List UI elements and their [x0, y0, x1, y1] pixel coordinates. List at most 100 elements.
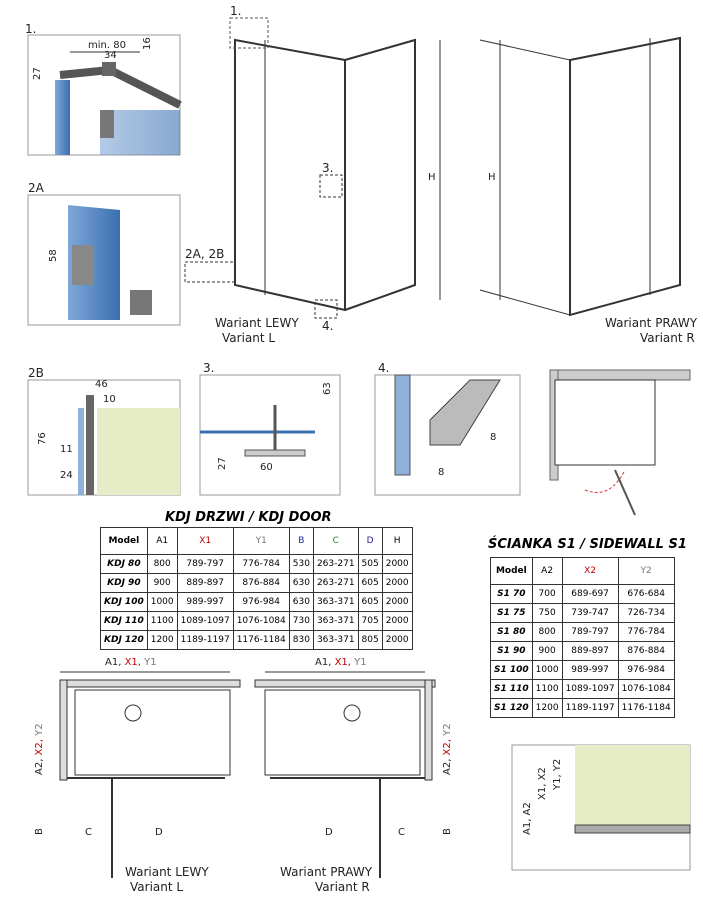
table-cell: 750 — [531, 603, 563, 623]
table-cell: 1000 — [146, 592, 178, 612]
dim-58: 58 — [48, 249, 59, 262]
main-views — [184, 17, 681, 319]
table-cell: 2000 — [381, 592, 413, 612]
detail-4-panel: 4. 8 8 — [374, 361, 521, 496]
callout-2a-2b: 2A, 2B — [185, 247, 224, 261]
table-cell: S1 75 — [490, 603, 533, 623]
table-header-cell: Model — [100, 527, 148, 555]
dimension-label-part: Y2 — [442, 723, 453, 736]
table-cell: S1 70 — [490, 584, 533, 604]
dimension-label-part: X1, — [335, 657, 355, 668]
table-cell: 1089-1097 — [561, 679, 619, 699]
table-cell: 2000 — [381, 554, 413, 574]
table-cell: KDJ 80 — [100, 554, 148, 574]
table-cell: 505 — [357, 554, 383, 574]
table-cell: 726-734 — [617, 603, 675, 623]
table-cell: 1089-1097 — [176, 611, 234, 631]
table-cell: 1189-1197 — [176, 630, 234, 650]
sidewall-a: A1, A2 — [522, 802, 533, 835]
table-cell: 1100 — [146, 611, 178, 631]
table-cell: 800 — [531, 622, 563, 642]
table-header-cell: X2 — [561, 557, 619, 585]
table-header-cell: D — [357, 527, 383, 555]
dim-27: 27 — [32, 67, 43, 80]
main-labels: 1. 3. 2A, 2B 4. H H Wariant LEWY Variant… — [185, 4, 698, 345]
detail-2b-panel: 2B 46 10 76 11 24 — [27, 366, 181, 496]
dim-min-80: min. 80 — [88, 40, 126, 51]
table-cell: 1176-1184 — [232, 630, 290, 650]
table-cell: 689-697 — [561, 584, 619, 604]
dim-8-w: 8 — [438, 467, 444, 478]
table-cell: 530 — [288, 554, 314, 574]
plan-right-a1: A1, X1, Y1 — [315, 657, 367, 668]
table-cell: 363-371 — [312, 630, 359, 650]
table-cell: 876-884 — [232, 573, 290, 593]
table-cell: 900 — [531, 641, 563, 661]
table-header-cell: Y1 — [232, 527, 290, 555]
detail-4-label: 4. — [378, 361, 389, 375]
table-cell: 630 — [288, 592, 314, 612]
table-cell: KDJ 90 — [100, 573, 148, 593]
dimension-label-part: A1, — [315, 657, 335, 668]
table-cell: 1189-1197 — [561, 698, 619, 718]
table-cell: S1 100 — [490, 660, 533, 680]
plan-labels: A1, X1, Y1 A1, X1, Y1 A2, X2, Y2 A2, X2,… — [34, 657, 453, 894]
table-cell: 676-684 — [617, 584, 675, 604]
table-cell: 2000 — [381, 611, 413, 631]
table-cell: 263-271 — [312, 554, 359, 574]
table-cell: 989-997 — [561, 660, 619, 680]
dim-46: 46 — [95, 379, 108, 390]
plan-left-b: B — [34, 828, 45, 835]
callout-1: 1. — [230, 4, 241, 18]
table-cell: S1 110 — [490, 679, 533, 699]
table-header-cell: X1 — [176, 527, 234, 555]
table-cell: S1 120 — [490, 698, 533, 718]
dimension-label-part: A2, — [34, 755, 45, 775]
table-cell: 705 — [357, 611, 383, 631]
table-cell: 263-271 — [312, 573, 359, 593]
table-cell: 876-884 — [617, 641, 675, 661]
table-cell: 889-897 — [176, 573, 234, 593]
detail-2b-label: 2B — [28, 366, 44, 380]
dimension-label-part: X2, — [34, 736, 45, 756]
detail-1-label: 1. — [25, 22, 36, 36]
table-cell: 700 — [531, 584, 563, 604]
table-cell: 900 — [146, 573, 178, 593]
table-cell: 1076-1084 — [232, 611, 290, 631]
dimension-label-part: Y2 — [34, 723, 45, 736]
plan-left — [59, 671, 241, 878]
dimension-label-part: X1, — [125, 657, 145, 668]
table-cell: 830 — [288, 630, 314, 650]
dimension-label-part: A1, — [105, 657, 125, 668]
table-cell: 976-984 — [617, 660, 675, 680]
dim-76: 76 — [37, 432, 48, 445]
table-cell: 989-997 — [176, 592, 234, 612]
table-cell: KDJ 110 — [100, 611, 148, 631]
table-cell: 805 — [357, 630, 383, 650]
dimension-label-part: A2, — [442, 755, 453, 775]
dim-8-h: 8 — [490, 432, 496, 443]
plan-right-variant-en: Variant R — [315, 880, 370, 894]
plan-right-a2: A2, X2, Y2 — [442, 723, 453, 775]
dim-27-b: 27 — [217, 457, 228, 470]
s1-table-title: ŚCIANKA S1 / SIDEWALL S1 — [488, 537, 687, 552]
table-cell: S1 80 — [490, 622, 533, 642]
plan-left-variant-en: Variant L — [130, 880, 183, 894]
dim-63: 63 — [322, 382, 333, 395]
sidewall-detail: A1, A2 X1, X2 Y1, Y2 — [511, 744, 691, 871]
plan-right-d: D — [325, 827, 333, 838]
table-cell: 789-797 — [176, 554, 234, 574]
table-cell: 1076-1084 — [617, 679, 675, 699]
plan-right-variant-pl: Wariant PRAWY — [280, 865, 373, 879]
table-cell: 1176-1184 — [617, 698, 675, 718]
sidewall-x: X1, X2 — [537, 767, 548, 800]
variant-right-pl: Wariant PRAWY — [605, 316, 698, 330]
